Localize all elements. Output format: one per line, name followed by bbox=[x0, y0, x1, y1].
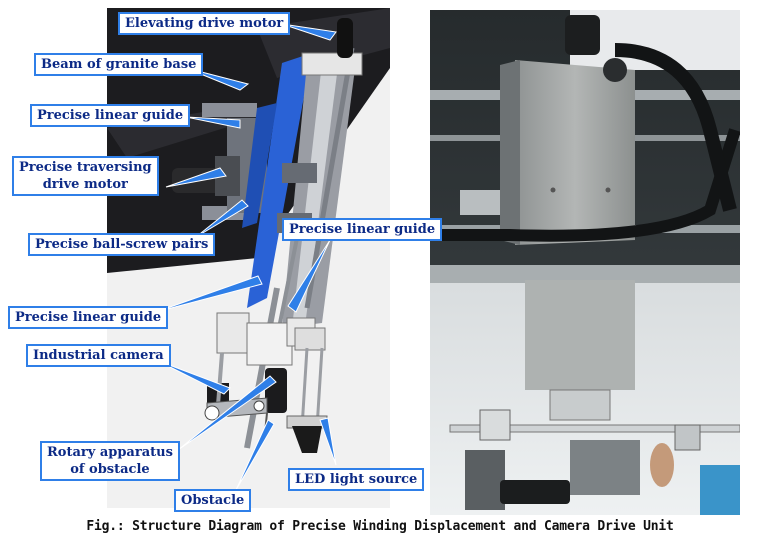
device-photo bbox=[430, 10, 740, 515]
cad-drawing bbox=[107, 8, 390, 453]
label-elevating-drive-motor: Elevating drive motor bbox=[118, 12, 291, 35]
label-precise-linear-guide-left: Precise linear guide bbox=[8, 306, 169, 329]
label-obstacle: Obstacle bbox=[174, 489, 252, 512]
figure-caption: Fig.: Structure Diagram of Precise Windi… bbox=[86, 519, 674, 534]
label-precise-traversing-drive-motor: Precise traversing drive motor bbox=[12, 156, 159, 196]
label-industrial-camera: Industrial camera bbox=[26, 344, 171, 367]
label-precise-ball-screw-pairs: Precise ball-screw pairs bbox=[28, 233, 216, 256]
label-rotary-apparatus-of-obstacle: Rotary apparatus of obstacle bbox=[40, 441, 180, 481]
blue-carriage-plate bbox=[247, 53, 312, 308]
label-precise-linear-guide-top: Precise linear guide bbox=[30, 104, 191, 127]
label-precise-linear-guide-right: Precise linear guide bbox=[282, 218, 443, 241]
label-led-light-source: LED light source bbox=[288, 468, 425, 491]
cad-rendering bbox=[107, 8, 390, 508]
label-beam-of-granite-base: Beam of granite base bbox=[34, 53, 204, 76]
photo-drawing bbox=[430, 10, 740, 515]
